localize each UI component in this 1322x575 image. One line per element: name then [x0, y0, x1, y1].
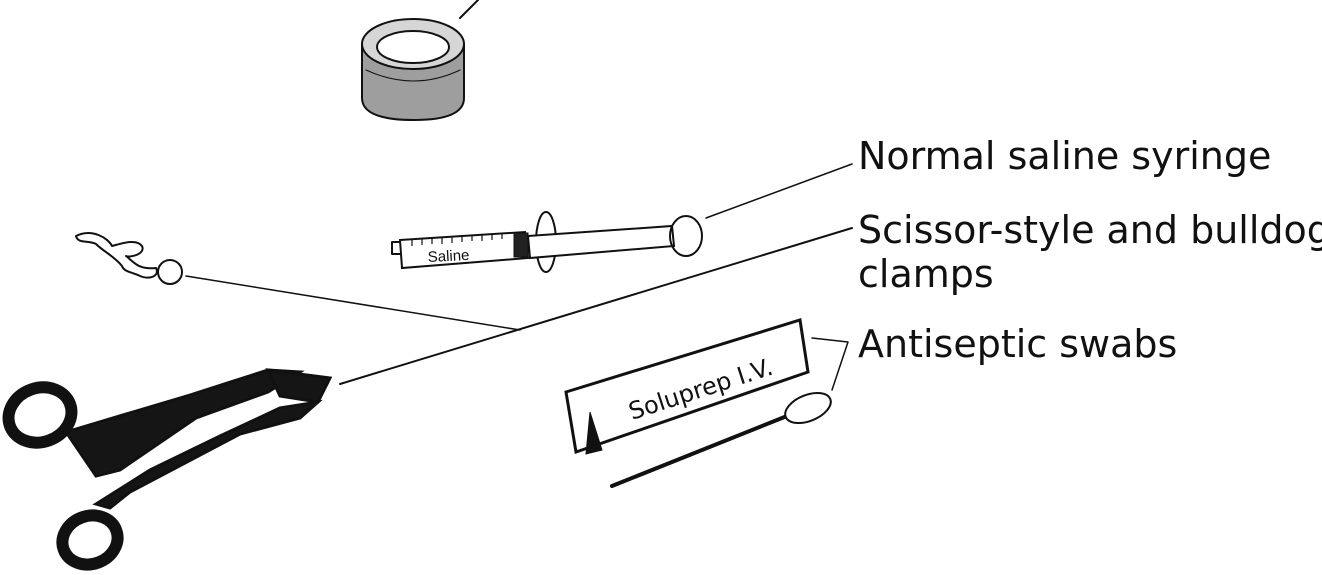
bulldog-clamp — [76, 233, 182, 284]
swabs-callout-label: Antiseptic swabs — [858, 322, 1177, 366]
clamps-label-line-2: clamps — [858, 252, 1322, 296]
syringe-callout-label: Normal saline syringe — [858, 134, 1271, 178]
tape-roll — [362, 0, 478, 120]
clamps-callout-label: Scissor-style and bulldog clamps — [858, 208, 1322, 296]
clamp-leader-line-bulldog — [186, 276, 520, 330]
scissor-clamp — [1, 370, 330, 572]
syringe-barrel-label: Saline — [427, 247, 470, 266]
saline-syringe: Saline — [392, 212, 702, 272]
syringe-leader-line — [706, 164, 852, 218]
clamps-label-line-1: Scissor-style and bulldog — [858, 208, 1322, 252]
swab-leader-line — [812, 338, 848, 390]
antiseptic-swab-packet: Soluprep I.V. — [566, 320, 808, 454]
